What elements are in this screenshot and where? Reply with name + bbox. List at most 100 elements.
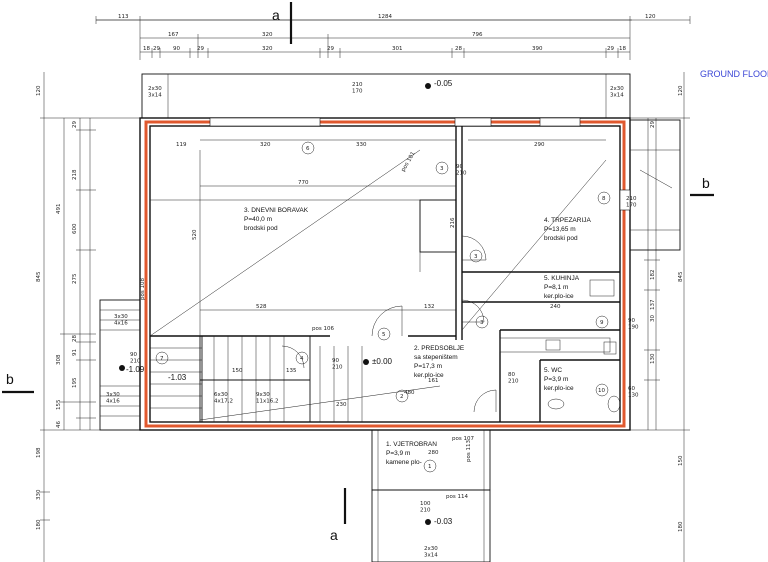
room-area-predsoblje: P=17,3 m [414,363,442,370]
dim-r3-5: 29 [327,46,334,52]
dim-left-491: 491 [56,204,62,215]
idim-161: 161 [428,378,439,384]
room-area-wc: P=3,9 m [544,376,568,383]
dim-r3-6: 301 [392,46,403,52]
right-exterior-detail [619,119,681,251]
room-floor-predsoblje: ker.plo-ice [414,372,444,379]
circle-8: 8 [602,196,606,202]
window-top-3 [539,117,581,127]
dim-right-180: 180 [678,521,684,532]
idim-770: 770 [298,180,309,186]
section-mark-b-left: b [2,371,34,394]
dim-left-600: 600 [72,223,78,234]
door-swings [281,235,497,413]
idim-528: 528 [256,304,267,310]
window-top-1 [209,117,321,127]
dim-left-330: 330 [36,489,42,500]
room-wc: 5. WC P=3,9 m ker.plo-ice [544,367,574,392]
plan-title: GROUND FLOOR [700,69,768,79]
room-sub-predsoblje: sa stepeništem [414,354,458,361]
pos-114: pos 114 [446,494,468,500]
section-mark-a-bottom: a [330,488,347,543]
room-area-trpezarija: P=13,65 m [544,226,576,233]
insulation-layer [144,120,626,428]
room-vjetrobran: 1. VJETROBRAN P=3,9 m kamene plo- [386,441,437,466]
circle-6: 6 [306,146,310,152]
dim-left-308: 308 [56,354,62,365]
wc-fixtures [547,395,621,413]
dim-r3-4: 320 [262,46,273,52]
level-marker-top [425,83,431,89]
stair-main [199,346,441,422]
room-name-kuhinja: 5. KUHINJA [544,275,580,282]
level-left-entry: -1.09 [126,365,145,374]
room-name-dnevni: 3. DNEVNI BORAVAK [244,207,309,214]
level-marker-ground [363,359,369,365]
interior-dimensions: 119 320 330 290 770 528 132 240 520 216 … [176,142,561,456]
idim-240: 240 [550,304,561,310]
circle-5: 5 [382,332,386,338]
dim-r3-8: 390 [532,46,543,52]
idim-330: 330 [356,142,367,148]
section-label-a-bottom: a [330,527,338,543]
room-number-circles: 1 2 3 3 3 4 5 6 7 8 9 10 [155,141,611,473]
dim-right-120: 120 [678,85,684,96]
room-name-vjetrobran: 1. VJETROBRAN [386,441,437,448]
dim-top-113: 113 [118,14,129,20]
level-top: -0.05 [434,79,453,88]
idim-480: 480 [404,390,415,396]
circle-3a: 3 [440,166,444,172]
dim-top-120: 120 [645,14,656,20]
room-name-wc: 5. WC [544,367,562,374]
section-label-b-left: b [6,371,14,387]
room-kuhinja: 5. KUHINJA P=8,1 m ker.plo-ice [544,275,580,300]
dim-r3-1: 29 [153,46,160,52]
idim-320: 320 [260,142,271,148]
circle-2: 2 [400,394,404,400]
dim-right-30: 30 [650,315,656,322]
idim-230: 230 [336,402,347,408]
idim-135: 135 [286,368,297,374]
circle-7: 7 [160,356,164,362]
dim-right-29: 29 [650,121,656,128]
idim-280: 280 [428,450,439,456]
dim-left-46: 46 [56,421,62,428]
level-bottom: -0.03 [434,517,453,526]
dim-right-150: 150 [678,455,684,466]
room-predsoblje: 2. PREDSOBLJE sa stepeništem P=17,3 m ke… [414,345,465,379]
idim-520: 520 [192,229,198,240]
top-dimension-lines: 113 1284 120 167 320 796 18 29 90 29 320… [95,14,691,60]
pos-113: pos 113 [466,440,472,462]
dim-r3-9: 29 [607,46,614,52]
dim-r3-3: 29 [197,46,204,52]
dim-left-155: 155 [56,399,62,410]
idim-132: 132 [424,304,435,310]
idim-290: 290 [534,142,545,148]
section-label-a-top: a [272,7,280,23]
dim-left-91: 91 [72,349,78,356]
dim-left-845: 845 [36,271,42,282]
room-area-dnevni: P=40,0 m [244,216,272,223]
level-ground: ±0.00 [372,357,393,366]
position-labels: pos 106 pos 108 pos 101 [140,151,417,332]
room-dnevni-boravak: 3. DNEVNI BORAVAK P=40,0 m brodski pod [244,207,309,232]
dim-r3-0: 18 [143,46,150,52]
room-floor-kuhinja: ker.plo-ice [544,293,574,300]
circle-9: 9 [600,320,604,326]
reference-diagonals [149,139,607,337]
dim-left-120: 120 [36,85,42,96]
dim-right-137: 137 [650,299,656,310]
